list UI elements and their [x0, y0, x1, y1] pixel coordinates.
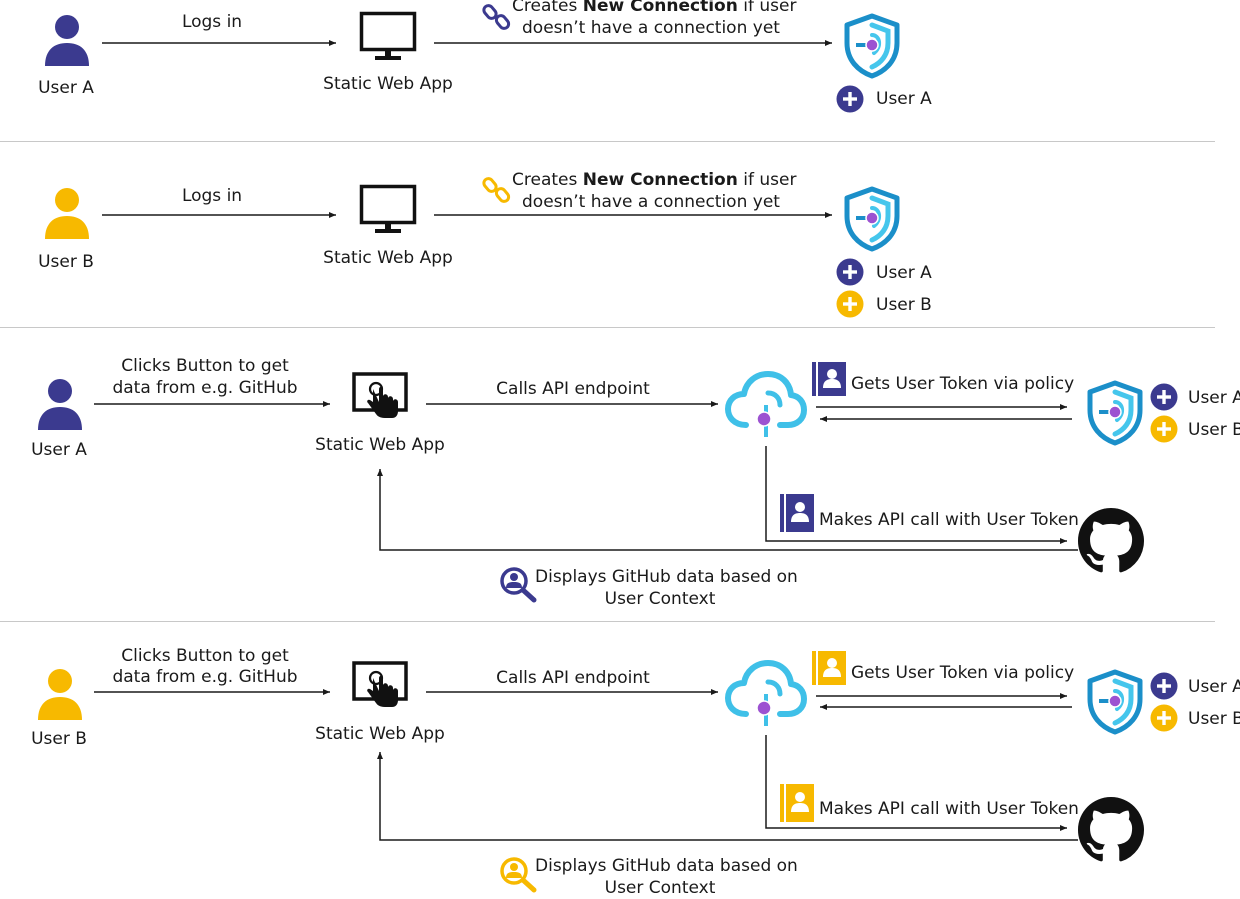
return-data-arrow: [377, 752, 1078, 841]
connection-bold: New Connection: [582, 0, 738, 16]
app-label: Static Web App: [323, 248, 453, 268]
user-a-icon: [37, 378, 83, 432]
github-icon: [1078, 508, 1144, 574]
app-label: Static Web App: [323, 74, 453, 94]
user-a-icon: [44, 14, 90, 68]
click-label-line2: data from e.g. GitHub: [112, 378, 298, 398]
token-store-shield-icon: [842, 186, 902, 252]
connection-entry: User B: [876, 295, 932, 315]
panel-divider: [0, 141, 1215, 142]
token-store-shield-icon: [1085, 669, 1145, 735]
api-label: Calls API endpoint: [496, 379, 650, 399]
link-icon: [482, 3, 511, 31]
token-label: Gets User Token via policy: [851, 374, 1075, 394]
connection-entry: User A: [1188, 388, 1240, 408]
user-a-plus-icon: [836, 85, 864, 113]
user-a-plus-icon: [1150, 672, 1178, 700]
monitor-icon: [359, 11, 417, 62]
click-label-line2: data from e.g. GitHub: [112, 667, 298, 687]
panel-divider: [0, 621, 1215, 622]
token-label: Gets User Token via policy: [851, 663, 1075, 683]
login-label: Logs in: [181, 186, 243, 206]
call-label: Makes API call with User Token: [819, 799, 1079, 819]
user-a-plus-icon: [1150, 383, 1178, 411]
touch-screen-icon: [352, 372, 410, 428]
connection-label: Creates New Connection if user: [512, 169, 796, 191]
connection-entry: User A: [876, 89, 932, 109]
connection-prefix: Creates: [512, 0, 583, 16]
connection-bold: New Connection: [582, 170, 738, 190]
github-call-arrow: [765, 735, 1067, 831]
user-label: User B: [38, 252, 94, 272]
user-token-badge-icon: [780, 494, 814, 532]
user-label: User A: [38, 78, 94, 98]
display-label-line2: User Context: [604, 589, 716, 609]
github-call-arrow: [765, 446, 1067, 544]
user-label: User B: [31, 729, 87, 749]
token-store-shield-icon: [1085, 380, 1145, 446]
connection-prefix: Creates: [512, 170, 583, 190]
search-user-icon: [500, 857, 538, 893]
login-label: Logs in: [181, 12, 243, 32]
panel-divider: [0, 327, 1215, 328]
click-label: Clicks Button to get: [121, 646, 289, 666]
user-b-plus-icon: [836, 290, 864, 318]
click-label: Clicks Button to get: [121, 356, 289, 376]
user-token-badge-icon: [780, 784, 814, 822]
connection-entry: User A: [1188, 677, 1240, 697]
app-label: Static Web App: [315, 724, 445, 744]
connection-label-line2: doesn’t have a connection yet: [522, 192, 780, 212]
display-label: Displays GitHub data based on: [535, 567, 798, 587]
touch-screen-icon: [352, 661, 410, 717]
user-label: User A: [31, 440, 87, 460]
connection-label-line2: doesn’t have a connection yet: [522, 18, 780, 38]
user-b-plus-icon: [1150, 415, 1178, 443]
user-a-plus-icon: [836, 258, 864, 286]
user-b-icon: [44, 187, 90, 241]
api-management-cloud-icon: [724, 658, 808, 734]
app-label: Static Web App: [315, 435, 445, 455]
call-label: Makes API call with User Token: [819, 510, 1079, 530]
connection-entry: User B: [1188, 420, 1240, 440]
connection-suffix: if user: [737, 0, 797, 16]
connection-entry: User B: [1188, 709, 1240, 729]
api-label: Calls API endpoint: [496, 668, 650, 688]
connection-label: Creates New Connection if user: [512, 0, 796, 17]
github-icon: [1078, 797, 1144, 863]
monitor-icon: [359, 184, 417, 235]
display-label: Displays GitHub data based on: [535, 856, 798, 876]
user-b-plus-icon: [1150, 704, 1178, 732]
connection-entry: User A: [876, 263, 932, 283]
user-token-badge-icon: [812, 651, 846, 685]
return-data-arrow: [377, 469, 1078, 551]
link-icon: [482, 176, 511, 204]
api-management-cloud-icon: [724, 369, 808, 445]
user-b-icon: [37, 668, 83, 722]
search-user-icon: [500, 567, 538, 603]
connection-suffix: if user: [737, 170, 797, 190]
user-token-badge-icon: [812, 362, 846, 396]
token-store-shield-icon: [842, 13, 902, 79]
display-label-line2: User Context: [604, 878, 716, 898]
